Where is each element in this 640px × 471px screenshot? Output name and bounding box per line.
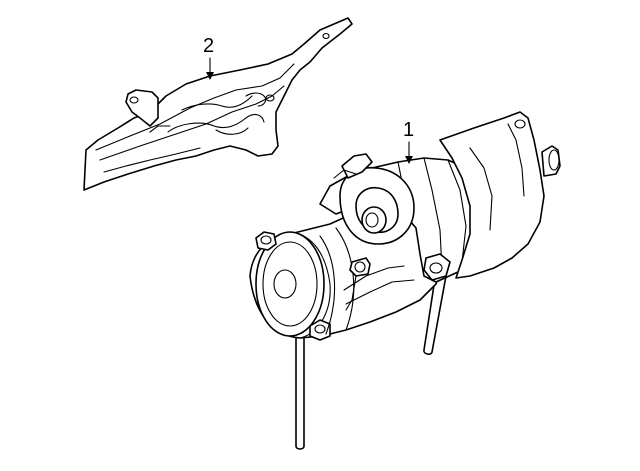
end-bolt-top [255, 231, 277, 251]
callout-2-label: 2 [203, 35, 214, 57]
heat-shield [83, 17, 353, 191]
callout-1: 1 [403, 119, 414, 164]
callout-1-label: 1 [403, 119, 414, 141]
callout-2: 2 [203, 35, 214, 80]
starter-motor [249, 111, 561, 450]
end-bolt-bottom [309, 319, 331, 341]
